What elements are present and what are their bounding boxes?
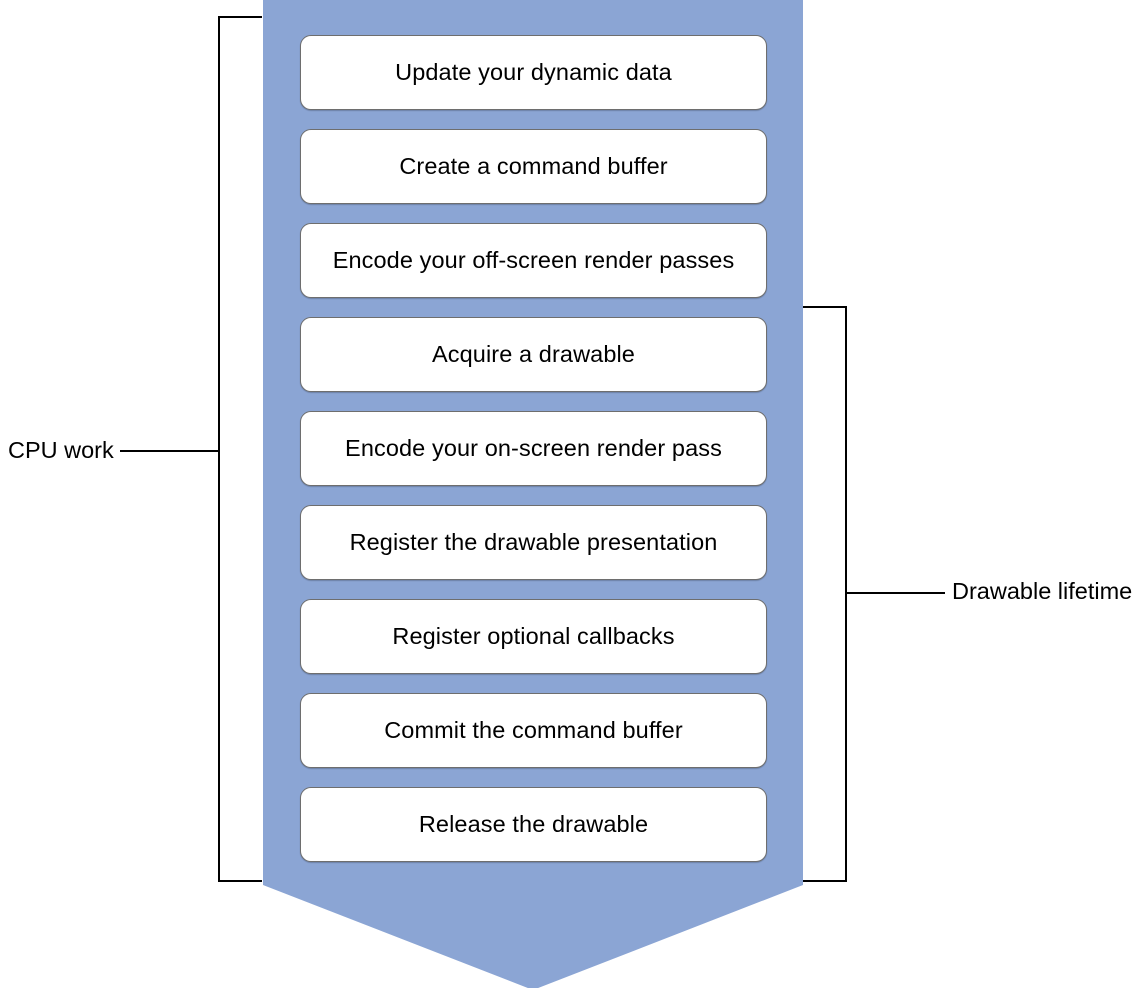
pipeline-stage-1[interactable]: Update your dynamic data <box>300 35 767 110</box>
connector-drawable-lifetime <box>845 592 945 594</box>
pipeline-stage-2[interactable]: Create a command buffer <box>300 129 767 204</box>
pipeline-stage-9[interactable]: Release the drawable <box>300 787 767 862</box>
pipeline-stage-label: Encode your on-screen render pass <box>345 434 722 461</box>
annotation-label-drawable-lifetime: Drawable lifetime <box>952 578 1133 604</box>
pipeline-stage-label: Register the drawable presentation <box>349 528 718 555</box>
pipeline-stage-4[interactable]: Acquire a drawable <box>300 317 767 392</box>
pipeline-stage-label: Encode your off-screen render passes <box>332 246 735 273</box>
pipeline-stage-label: Update your dynamic data <box>395 58 672 85</box>
pipeline-stage-list: Update your dynamic data Create a comman… <box>300 35 767 862</box>
bracket-drawable-lifetime <box>803 306 847 882</box>
bracket-cpu-work <box>218 16 262 882</box>
pipeline-stage-8[interactable]: Commit the command buffer <box>300 693 767 768</box>
pipeline-stage-label: Acquire a drawable <box>432 340 635 367</box>
pipeline-stage-label: Release the drawable <box>418 810 649 837</box>
pipeline-stage-label: Create a command buffer <box>399 152 668 179</box>
pipeline-stage-7[interactable]: Register optional callbacks <box>300 599 767 674</box>
pipeline-stage-3[interactable]: Encode your off-screen render passes <box>300 223 767 298</box>
pipeline-stage-label: Register optional callbacks <box>392 622 675 649</box>
pipeline-stage-6[interactable]: Register the drawable presentation <box>300 505 767 580</box>
pipeline-stage-label: Commit the command buffer <box>384 716 683 743</box>
annotation-label-cpu-work: CPU work <box>8 437 114 463</box>
connector-cpu-work <box>120 450 220 452</box>
pipeline-stage-5[interactable]: Encode your on-screen render pass <box>300 411 767 486</box>
